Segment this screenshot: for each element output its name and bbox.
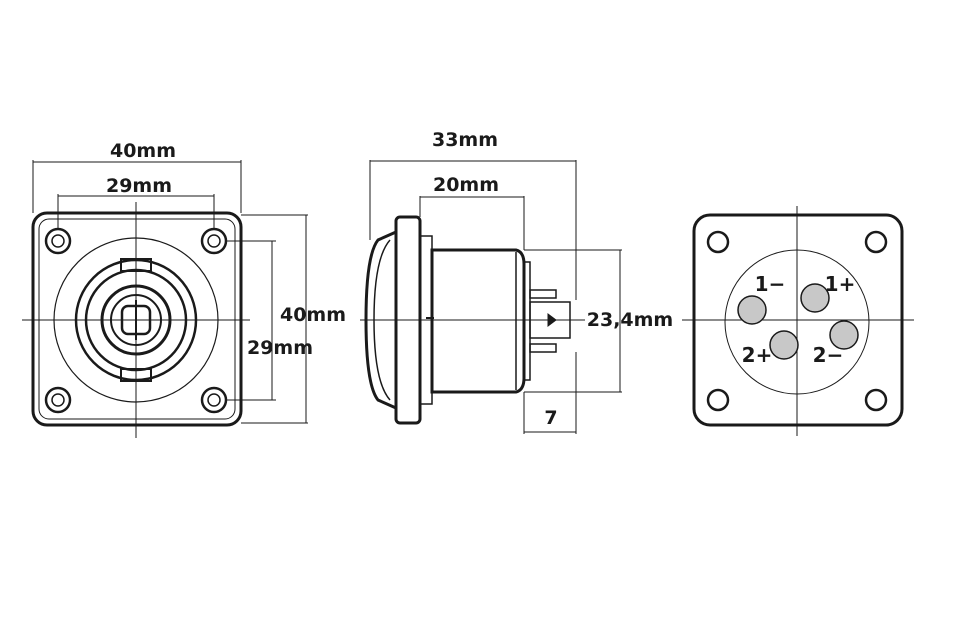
side-length-dimension bbox=[369, 160, 577, 300]
rear-pin-label-1-minus: 1− bbox=[755, 272, 786, 296]
rear-view bbox=[682, 206, 914, 436]
side-body bbox=[430, 248, 526, 394]
front-contact-ring bbox=[100, 284, 172, 356]
side-pin-length-dimension bbox=[523, 352, 577, 434]
rear-pin-label-1-plus: 1+ bbox=[825, 272, 856, 296]
front-flange bbox=[31, 211, 243, 427]
rear-pin-1-plus bbox=[800, 283, 830, 313]
front-mounting-hole bbox=[44, 386, 72, 414]
front-outer-ring bbox=[53, 237, 219, 403]
rear-pin-2-plus bbox=[769, 330, 799, 360]
rear-mounting-hole bbox=[864, 230, 888, 254]
front-hole-spacing-h-dimension bbox=[57, 194, 215, 230]
side-view bbox=[360, 160, 622, 434]
side-pin bbox=[529, 301, 571, 339]
side-body-length-label: 20mm bbox=[433, 174, 499, 196]
front-hole-spacing-h-label: 29mm bbox=[106, 175, 172, 197]
front-key-tab bbox=[120, 258, 152, 272]
front-height-dimension bbox=[241, 214, 308, 424]
rear-pin-1-minus bbox=[737, 295, 767, 325]
rear-pin-label-2-minus: 2− bbox=[813, 343, 844, 367]
front-core-ring bbox=[110, 294, 162, 346]
front-key-tab bbox=[120, 368, 152, 382]
front-width-label: 40mm bbox=[110, 140, 176, 162]
rear-mounting-hole bbox=[864, 388, 888, 412]
side-pin-center bbox=[547, 313, 557, 327]
side-body-diameter-dimension bbox=[524, 249, 622, 393]
front-height-label: 40mm bbox=[280, 304, 346, 326]
side-front-lip bbox=[364, 230, 397, 410]
rear-mounting-hole bbox=[706, 388, 730, 412]
rear-body-outline bbox=[724, 249, 870, 395]
side-length-label: 33mm bbox=[432, 129, 498, 151]
front-flange-inner bbox=[38, 218, 236, 420]
side-front-lip-inner bbox=[373, 239, 391, 401]
front-mounting-hole bbox=[200, 227, 228, 255]
rear-pin-2-minus bbox=[829, 320, 859, 350]
rear-mounting-hole bbox=[706, 230, 730, 254]
side-pin bbox=[529, 289, 557, 299]
front-mounting-hole bbox=[44, 227, 72, 255]
front-view bbox=[22, 160, 308, 438]
front-width-dimension bbox=[32, 160, 242, 213]
side-pin bbox=[529, 343, 557, 353]
front-mounting-hole bbox=[200, 386, 228, 414]
side-body-diameter-label: 23,4mm bbox=[587, 309, 673, 331]
rear-pin-label-2-plus: 2+ bbox=[742, 343, 773, 367]
front-hole-spacing-v-dimension bbox=[226, 240, 276, 401]
side-pin-length-label: 7 bbox=[544, 407, 557, 429]
side-body-length-dimension bbox=[419, 196, 525, 250]
front-hole-spacing-v-label: 29mm bbox=[247, 337, 313, 359]
